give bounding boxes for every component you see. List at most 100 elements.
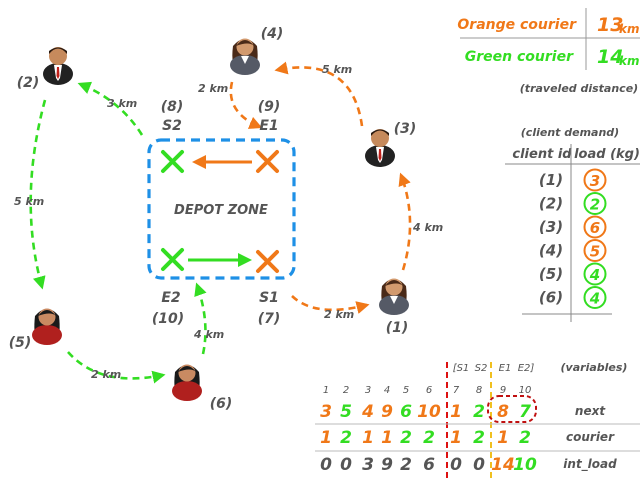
variables-cell-next: 9 — [381, 402, 393, 422]
demand-load-circle-icon — [583, 286, 607, 309]
demand-load-circle-icon — [583, 168, 607, 192]
variables-row-name: next — [575, 404, 606, 418]
green-courier-distance: 14 — [597, 46, 623, 68]
distance-legend: Orange courier 13 km Green courier 14 km… — [457, 8, 640, 95]
edge-client2-to-client5 — [29, 99, 47, 290]
demand-load-circle-icon — [583, 215, 607, 239]
variables-caption: (variables) — [561, 361, 628, 374]
variables-cell-next: 8 — [497, 402, 509, 422]
variables-cell-int_load: 6 — [423, 455, 435, 475]
depot-zone-box — [147, 138, 296, 280]
edge-s2-to-client2 — [77, 81, 144, 136]
client-2-person-icon — [43, 47, 73, 85]
s1-name-label: S1 — [259, 290, 279, 306]
demand-row-load: 4 — [589, 266, 600, 284]
variables-cell-courier: 1 — [362, 428, 374, 448]
e2-index-label: (10) — [152, 311, 184, 327]
demand-row-id: (5) — [539, 265, 563, 283]
variables-cell-int_load: 0 — [320, 455, 332, 475]
s1-index-label: (7) — [258, 311, 281, 327]
demand-load-circle-icon — [583, 262, 607, 286]
demand-row-id: (2) — [539, 195, 563, 213]
e2-green-x-icon — [161, 248, 184, 271]
variables-cell-courier: 1 — [320, 428, 332, 448]
demand-col-client: client id — [512, 147, 572, 162]
variables-cell-courier: 1 — [497, 428, 509, 448]
demand-row-load: 4 — [589, 290, 600, 308]
depot-zone: DEPOT ZONE (8) S2 (9) E1 E2 — [147, 99, 296, 327]
variables-cell-int_load: 2 — [400, 455, 412, 475]
edge-s1-to-client1 — [291, 295, 370, 314]
variables-cell-next: 10 — [417, 402, 441, 422]
client-5: (5) — [9, 308, 62, 351]
edge-label-s1-c1: 2 km — [324, 308, 354, 321]
depot-orange-arrow-icon — [192, 155, 252, 169]
edge-client1-to-client3 — [398, 172, 412, 271]
variables-cell-courier: 2 — [400, 428, 412, 448]
s2-index-label: (8) — [161, 99, 184, 115]
variables-cell-courier: 2 — [519, 428, 531, 448]
edge-client5-to-client6 — [67, 351, 166, 384]
variables-group-label: S2 — [475, 363, 488, 374]
variables-cell-next: 2 — [473, 402, 485, 422]
variables-cell-next: 3 — [320, 402, 332, 422]
client-5-person-icon — [32, 308, 62, 345]
edge-label-c5-c6: 2 km — [91, 368, 121, 381]
variables-group-label: E2] — [518, 363, 535, 374]
s1-orange-x-icon — [256, 250, 279, 273]
variables-cell-next: 6 — [400, 402, 412, 422]
e2-name-label: E2 — [161, 290, 180, 306]
variables-cell-courier: 2 — [423, 428, 435, 448]
client-1-person-icon — [379, 278, 409, 315]
s2-name-label: S2 — [162, 118, 182, 134]
edge-label-c1-c3: 4 km — [412, 221, 443, 234]
routes — [29, 61, 412, 384]
demand-row-id: (3) — [539, 218, 563, 236]
client-1: (1) — [379, 278, 409, 336]
demand-row-id: (4) — [539, 242, 563, 260]
client-demand-table: (client demand) client id load (kg) (1)3… — [505, 126, 640, 322]
orange-courier-distance: 13 — [597, 14, 623, 36]
demand-row-load: 6 — [590, 219, 600, 237]
e1-orange-x-icon — [256, 150, 279, 173]
client-6-person-icon — [172, 364, 202, 401]
variables-cell-next: 4 — [361, 402, 374, 422]
variables-cell-next: 1 — [450, 402, 462, 422]
variables-cell-courier: 2 — [340, 428, 352, 448]
depot-green-arrow-icon — [188, 253, 252, 267]
demand-col-load: load (kg) — [574, 147, 640, 162]
variables-index-label: 10 — [519, 385, 532, 396]
demand-row-load: 5 — [590, 243, 600, 261]
client-2: (2) — [17, 47, 73, 91]
demand-rows: (1)3(2)2(3)6(4)5(5)4(6)4 — [539, 168, 607, 309]
variables-index-label: 8 — [476, 385, 482, 396]
edge-label-c3-c4: 5 km — [322, 63, 352, 76]
variables-cell-next: 7 — [519, 402, 531, 422]
edge-labels: 2 km 4 km 5 km 2 km 3 km 5 km 2 km 4 km — [14, 63, 443, 381]
demand-row-id: (1) — [539, 171, 563, 189]
variables-cell-int_load: 9 — [381, 455, 393, 475]
variables-index-label: 7 — [453, 385, 460, 396]
edge-client3-to-client4 — [274, 61, 364, 127]
variables-index-label: 3 — [365, 385, 371, 396]
edge-label-c2-c5: 5 km — [14, 195, 44, 208]
s2-green-x-icon — [161, 150, 184, 173]
client-5-label: (5) — [9, 335, 32, 351]
edge-label-c4-e1: 2 km — [198, 82, 228, 95]
e1-index-label: (9) — [258, 99, 281, 115]
client-1-label: (1) — [386, 320, 409, 336]
variables-row-name: courier — [566, 430, 615, 444]
variables-group-label: E1 — [499, 363, 512, 374]
demand-load-circle-icon — [583, 192, 607, 215]
legend-caption: (traveled distance) — [520, 82, 638, 95]
green-courier-label: Green courier — [465, 49, 574, 65]
demand-row-id: (6) — [539, 289, 563, 307]
green-distance-unit: km — [619, 54, 639, 68]
variables-cell-int_load: 3 — [362, 455, 374, 475]
next-end-highlight — [487, 395, 537, 423]
variables-cell-int_load: 0 — [340, 455, 352, 475]
